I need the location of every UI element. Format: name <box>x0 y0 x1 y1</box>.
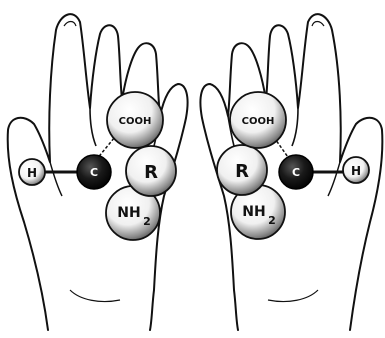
left-nh-subscript: 2 <box>143 215 151 228</box>
right-cooh-label: COOH <box>242 116 275 127</box>
left-r-label: R <box>144 162 158 183</box>
left-h-label: H <box>27 166 37 180</box>
right-c-label: C <box>292 166 300 179</box>
left-c-label: C <box>90 166 98 179</box>
right-nh-label: NH <box>242 204 265 220</box>
left-nh-label: NH <box>117 205 140 221</box>
right-h-label: H <box>351 164 361 178</box>
right-r-label: R <box>235 161 249 182</box>
right-nh-subscript: 2 <box>268 214 276 227</box>
left-cooh-label: COOH <box>119 116 152 127</box>
